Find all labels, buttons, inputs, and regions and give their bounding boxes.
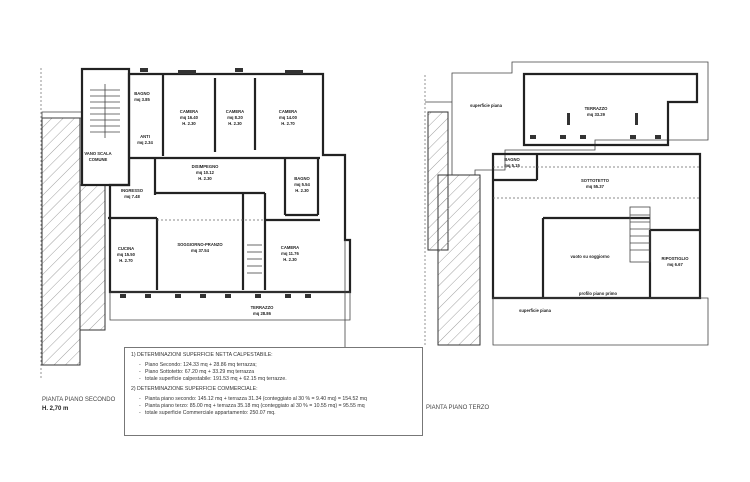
room-label: CAMERA [180, 109, 198, 114]
room-area: mq 11.76 [281, 251, 299, 256]
notes-item: totale superficie calpestabile: 191.53 m… [145, 376, 416, 383]
room-height: H. 2.30 [228, 121, 242, 126]
room-label: INGRESSO [121, 188, 144, 193]
room-area: mq 3.85 [134, 97, 150, 102]
room-height: H. 2.30 [182, 121, 196, 126]
room-area: mq 15.50 [117, 252, 136, 257]
room-area: mq 28.86 [253, 311, 272, 316]
plan-piano-terzo: superficie piana TERRAZZO mq 33.29 BAGNO… [424, 61, 709, 346]
notes-item: Piano Secondo: 124.33 mq + 28.86 mq terr… [145, 362, 416, 369]
room-label: CAMERA [281, 245, 299, 250]
room-area: mq 33.29 [587, 112, 606, 117]
room-area: mq 10.12 [196, 170, 215, 175]
room-area: mq 7.48 [124, 194, 140, 199]
room-area: mq 6.67 [667, 262, 683, 267]
room-label: SOTTOTETTO [581, 178, 610, 183]
surface-notes-box: 1) DETERMINAZIONI SUPERFICIE NETTA CALPE… [124, 347, 423, 436]
plan-title-right: PIANTA PIANO TERZO [426, 405, 490, 411]
room-height: H. 2.30 [295, 188, 309, 193]
area-label: superficie piana [470, 103, 503, 108]
room-area: mq 5.15 [504, 163, 520, 168]
room-label: SOGGIORNO-PRANZO [177, 242, 223, 247]
room-label: CUCINA [118, 246, 134, 251]
room-label: TERRAZZO [251, 305, 275, 310]
hatched-area-2 [437, 174, 481, 346]
room-label: VANO SCALA [84, 151, 111, 156]
room-height: H. 2.30 [283, 257, 297, 262]
notes-item: Pianta piano terzo: 85.00 mq + terrazza … [145, 403, 416, 410]
notes-item: Piano Sottotetto: 67.20 mq + 33.29 mq te… [145, 369, 416, 376]
room-height: H. 2.70 [281, 121, 295, 126]
room-area: mq 2.34 [137, 140, 153, 145]
plan-title-left: PIANTA PIANO SECONDO [42, 397, 116, 403]
area-label: superficie piana [519, 308, 552, 313]
room-area: mq 16.40 [180, 115, 199, 120]
stair-common [80, 67, 131, 187]
neighbour-hatched-area-2 [79, 184, 106, 331]
room-area: mq 55.37 [586, 184, 605, 189]
room-height: H. 2.30 [198, 176, 212, 181]
room-area: mq 37.54 [191, 248, 210, 253]
plan-height-left: H. 2,70 m [42, 406, 69, 412]
room-area: mq 14.00 [279, 115, 298, 120]
area-label: vuoto su soggiorno [570, 254, 610, 259]
room-label: BAGNO [294, 176, 310, 181]
room-height: H. 2.70 [119, 258, 133, 263]
notes-section2-title: 2) DETERMINAZIONE SUPERFICIE COMMERCIALE… [131, 386, 258, 392]
notes-item: Pianta piano secondo: 145.12 mq + terraz… [145, 396, 416, 403]
room-label: CAMERA [226, 109, 244, 114]
room-label: TERRAZZO [585, 106, 609, 111]
room-label: BAGNO [504, 157, 520, 162]
room-label: CAMERA [279, 109, 297, 114]
room-label: RIPOSTIGLIO [662, 256, 690, 261]
area-label: profilo piano primo [579, 291, 618, 296]
room-label: ANTI [140, 134, 150, 139]
notes-item: totale superficie Commerciale appartamen… [145, 410, 416, 417]
room-label: DISIMPEGNO [192, 164, 219, 169]
notes-section1-title: 1) DETERMINAZIONI SUPERFICIE NETTA CALPE… [131, 352, 273, 358]
room-area: COMUNE [89, 157, 108, 162]
neighbour-hatched-area [41, 117, 81, 366]
room-area: mq 8.20 [227, 115, 243, 120]
room-area: mq 5.54 [294, 182, 310, 187]
room-label: BAGNO [134, 91, 150, 96]
plan-piano-secondo: BAGNO mq 3.85 CAMERA mq 16.40 H. 2.30 CA… [40, 67, 352, 380]
